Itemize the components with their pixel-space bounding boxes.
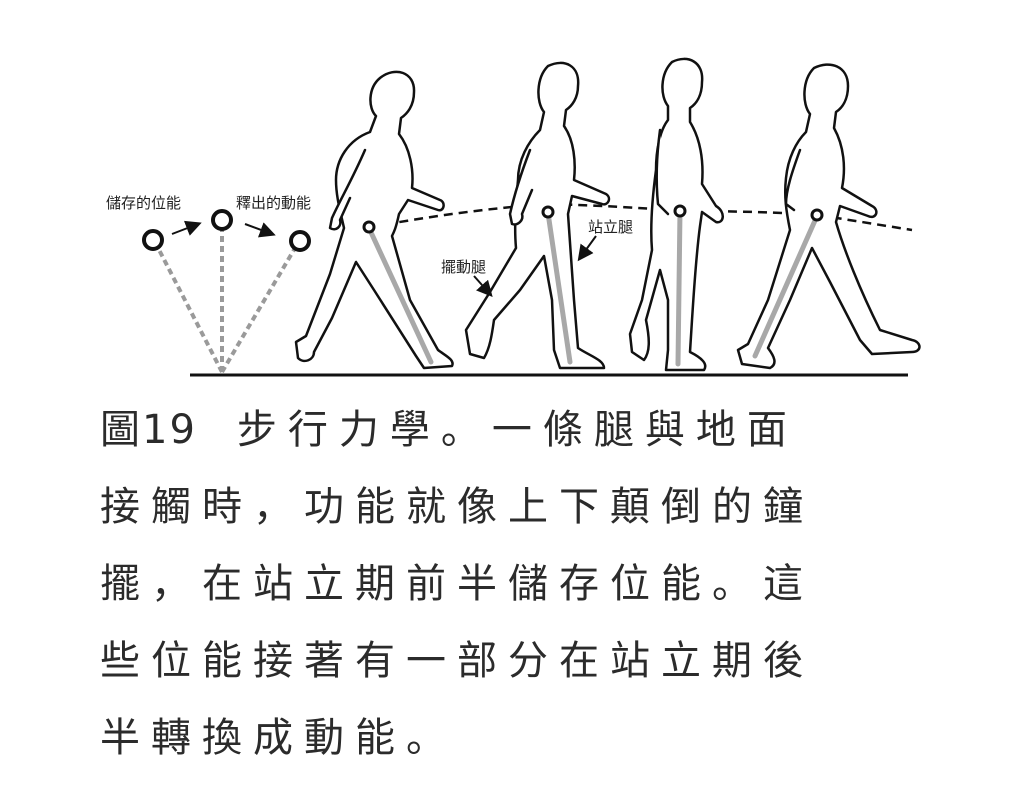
walking-mechanics-figure: 儲存的位能 釋出的動能 站立腿 擺動腿 <box>0 0 1024 390</box>
caption-line-2: 接觸時，功能就像上下顛倒的鐘 <box>100 484 814 530</box>
stance-leg-label: 站立腿 <box>588 218 634 236</box>
stance-leg-arrow <box>577 235 597 262</box>
swing-leg-arrow <box>473 275 493 297</box>
figure-number: 圖19 <box>100 407 197 453</box>
kinetic-energy-label: 釋出的動能 <box>236 194 312 212</box>
figure-caption: 圖19 步行力學。一條腿與地面 接觸時，功能就像上下顛倒的鐘 擺，在站立期前半儲存… <box>100 392 930 777</box>
caption-line-4: 些位能接著有一部分在站立期後 <box>100 638 814 684</box>
caption-line-5: 半轉換成動能。 <box>100 715 457 761</box>
caption-line-1: 圖19 步行力學。一條腿與地面 <box>100 392 930 469</box>
arrow-potential-to-top <box>171 220 202 236</box>
pendulum-mass-top <box>211 209 233 231</box>
walker-figure-2 <box>464 61 611 370</box>
pendulum-rod-left <box>153 241 224 373</box>
inverted-pendulum <box>142 209 311 374</box>
swing-leg-label: 擺動腿 <box>441 258 487 276</box>
potential-energy-label: 儲存的位能 <box>106 194 182 212</box>
figure-svg <box>142 57 921 377</box>
caption-line-3: 擺，在站立期前半儲存位能。這 <box>100 561 814 607</box>
walker-figure-1 <box>294 70 454 370</box>
walker-figure-3 <box>628 57 724 372</box>
arrow-top-to-kinetic <box>244 222 276 238</box>
caption-title: 步行力學。一條腿與地面 <box>236 407 798 453</box>
pendulum-mass-left <box>142 229 164 251</box>
walker-figure-4 <box>736 63 921 370</box>
hip-trajectory-line <box>354 202 913 232</box>
pendulum-mass-right <box>289 230 311 252</box>
pendulum-rod-right <box>220 241 300 374</box>
